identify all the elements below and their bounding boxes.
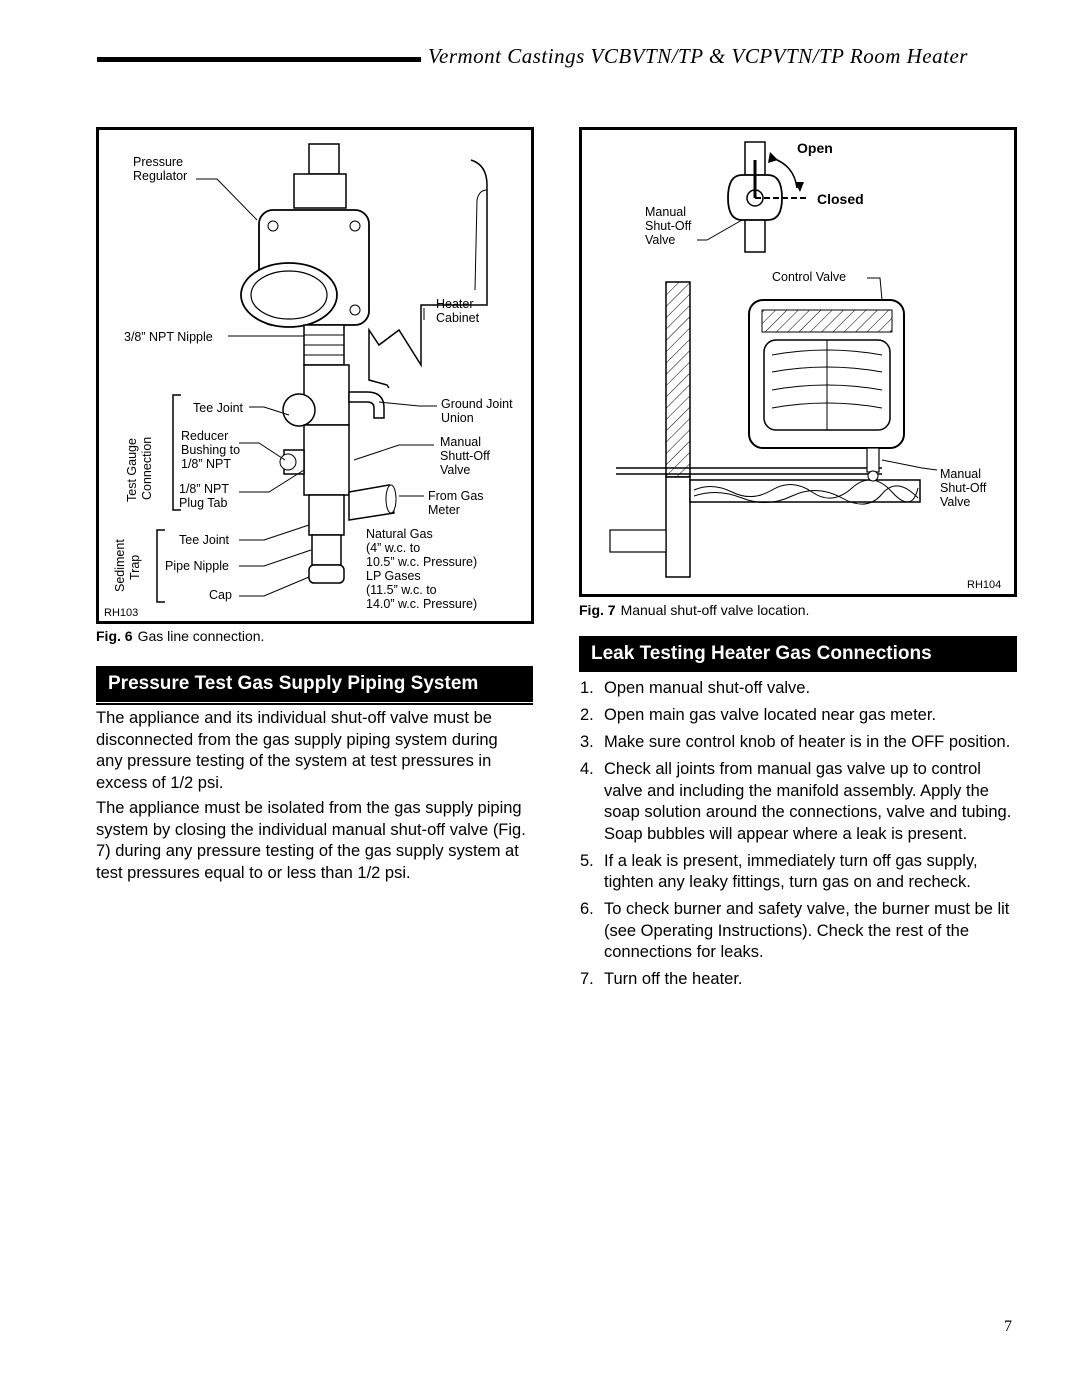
- label-manual: Manual: [440, 435, 481, 449]
- label-valve: Valve: [645, 233, 675, 247]
- label-shutt-off: Shutt-Off: [440, 449, 490, 463]
- gas-line-diagram: Pressure Regulator Heater Cabinet 3/8” N…: [104, 143, 513, 619]
- leak-testing-steps: 1.Open manual shut-off valve. 2.Open mai…: [580, 678, 1020, 996]
- label-valve: Valve: [440, 463, 470, 477]
- label-connection: Connection: [140, 437, 154, 500]
- list-item: 3.Make sure control knob of heater is in…: [580, 733, 1011, 751]
- label-tee-joint-2: Tee Joint: [179, 533, 230, 547]
- label-reducer: Reducer: [181, 429, 228, 443]
- pressure-test-heading: Pressure Test Gas Supply Piping System: [96, 666, 533, 702]
- pressure-paragraph-1: The appliance and its individual shut-of…: [96, 709, 498, 792]
- label-ground-joint: Ground Joint: [441, 397, 513, 411]
- pressure-paragraph-2: The appliance must be isolated from the …: [96, 799, 526, 882]
- label-eighth-npt-2: 1/8” NPT: [179, 482, 229, 496]
- label-trap: Trap: [128, 555, 142, 580]
- label-cabinet: Cabinet: [436, 311, 480, 325]
- label-open: Open: [797, 140, 833, 156]
- label-shut-off: Shut-Off: [645, 219, 692, 233]
- header-rule: [97, 57, 421, 62]
- label-regulator: Regulator: [133, 169, 187, 183]
- label-control-valve: Control Valve: [772, 270, 846, 284]
- label-closed: Closed: [817, 191, 864, 207]
- figure-6-gas-line-connection: Pressure Regulator Heater Cabinet 3/8” N…: [96, 127, 534, 624]
- label-lp-2: 14.0” w.c. Pressure): [366, 597, 477, 611]
- list-item: 5.If a leak is present, immediately turn…: [580, 851, 978, 892]
- page-header-title: Vermont Castings VCBVTN/TP & VCPVTN/TP R…: [428, 44, 968, 68]
- label-pipe-nipple: Pipe Nipple: [165, 559, 229, 573]
- figure-7-caption-text: Manual shut-off valve location.: [620, 602, 810, 618]
- label-npt-nipple: 3/8” NPT Nipple: [124, 330, 213, 344]
- pressure-heading-underline: [96, 703, 533, 705]
- label-manual-2: Manual: [940, 467, 981, 481]
- label-lp-gases: LP Gases: [366, 569, 421, 583]
- label-lp-1: (11.5” w.c. to: [366, 583, 437, 597]
- list-item: 4.Check all joints from manual gas valve…: [580, 760, 1012, 843]
- label-eighth-npt: 1/8” NPT: [181, 457, 231, 471]
- label-union: Union: [441, 411, 474, 425]
- label-natural-gas: Natural Gas: [366, 527, 433, 541]
- label-ng-2: 10.5” w.c. Pressure): [366, 555, 477, 569]
- label-sediment: Sediment: [113, 539, 127, 592]
- list-item: 1.Open manual shut-off valve.: [580, 679, 811, 697]
- label-heater: Heater: [436, 297, 474, 311]
- figure-6-caption-text: Gas line connection.: [137, 628, 265, 644]
- figure-7-number: Fig. 7: [579, 602, 616, 618]
- list-item: 6.To check burner and safety valve, the …: [580, 900, 1010, 961]
- label-test-gauge: Test Gauge: [125, 438, 139, 502]
- list-item: 2.Open main gas valve located near gas m…: [580, 706, 937, 724]
- figure-code-rh103: RH103: [104, 607, 138, 619]
- leak-testing-heading: Leak Testing Heater Gas Connections: [579, 636, 1017, 672]
- label-bushing-to: Bushing to: [181, 443, 240, 457]
- label-plug-tab: Plug Tab: [179, 496, 227, 510]
- figure-6-number: Fig. 6: [96, 628, 133, 644]
- figure-7-manual-shutoff-valve-location: Open Closed Manual Shut-Off Valve Contro…: [579, 127, 1017, 597]
- label-tee-joint-1: Tee Joint: [193, 401, 244, 415]
- label-shut-off-2: Shut-Off: [940, 481, 987, 495]
- page-number: 7: [1004, 1318, 1012, 1335]
- label-from-gas: From Gas: [428, 489, 484, 503]
- figure-code-rh104: RH104: [967, 579, 1001, 591]
- label-cap: Cap: [209, 588, 232, 602]
- label-ng-1: (4” w.c. to: [366, 541, 420, 555]
- list-item: 7.Turn off the heater.: [580, 970, 743, 988]
- label-meter: Meter: [428, 503, 460, 517]
- valve-location-diagram: Open Closed Manual Shut-Off Valve Contro…: [609, 140, 1001, 591]
- label-manual: Manual: [645, 205, 686, 219]
- label-valve-2: Valve: [940, 495, 970, 509]
- label-pressure: Pressure: [133, 155, 183, 169]
